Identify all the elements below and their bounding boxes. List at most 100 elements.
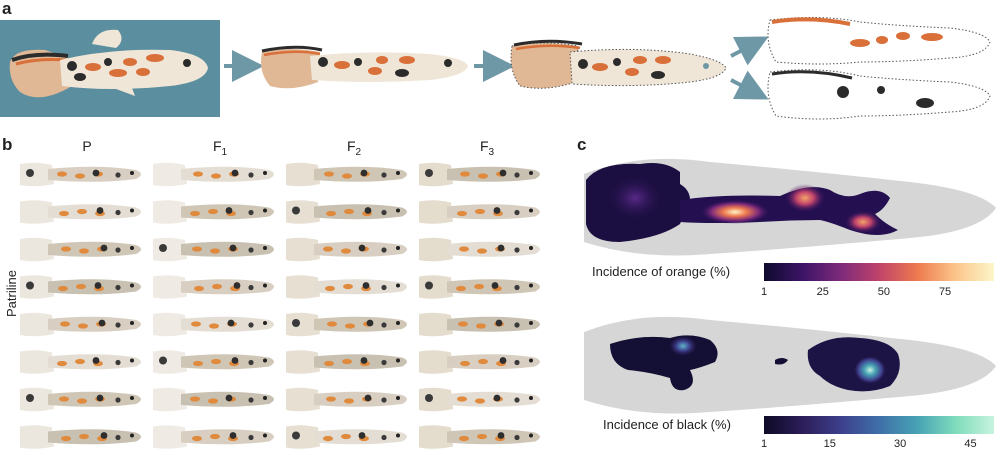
fish-1-tail-stripe (11, 52, 69, 62)
orange-heatmap-hotspot (701, 200, 769, 224)
row-label-patriline: Patriline (3, 270, 19, 317)
fish-3-spot-orange (633, 56, 647, 64)
fish-photo (18, 347, 146, 376)
fish-photo (284, 347, 412, 376)
arrow-3-down (730, 70, 769, 100)
orange-heatmap-hotspot (605, 174, 665, 222)
fish-diagram-2 (261, 45, 468, 89)
fish-2-spot-black (318, 57, 328, 67)
fish-photo (284, 160, 412, 188)
black-heatmap-hotspot (854, 356, 886, 384)
fish-photo (18, 385, 146, 413)
black-heatmap (584, 316, 996, 414)
fish-photo (18, 197, 146, 226)
fish-2-spot-orange (376, 56, 388, 64)
fish-3-eye (703, 63, 709, 69)
fish-2-spot-black (395, 69, 409, 77)
fish-photo (284, 385, 412, 413)
fish-2-eye (444, 59, 452, 67)
colorbar-tick-label: 30 (893, 438, 907, 450)
arrow-3-up (730, 36, 769, 66)
black-heatmap-small-spot (775, 358, 788, 365)
fish-orange-tail-stripe (771, 17, 851, 26)
fish-orange-spot (896, 32, 910, 40)
fish-3-tail-stripe (513, 39, 583, 47)
orange-heatmap-body-region (680, 187, 898, 235)
fish-1-body (60, 49, 208, 89)
fish-1-gonopodium (108, 86, 135, 96)
fish-photo-grid (18, 160, 545, 451)
fish-black-outline (767, 69, 991, 120)
fish-photo (417, 347, 545, 376)
fish-3-spot-orange (655, 56, 671, 64)
fish-2-body (310, 52, 468, 82)
column-header-f1: F1 (212, 138, 228, 158)
fish-black-spot (877, 86, 885, 94)
fish-photo (151, 272, 279, 301)
fish-3-body (569, 48, 727, 87)
fish-photo (18, 272, 146, 301)
colorbar-gradient (764, 263, 994, 281)
fish-photo (151, 160, 279, 188)
fish-black-spot (837, 86, 849, 98)
colorbar-tick-label: 45 (964, 438, 977, 450)
fish-3-caudal-fin (510, 42, 579, 89)
panel-label-a: a (2, 0, 12, 18)
fish-photo (417, 160, 545, 188)
fish-orange-spot (850, 39, 870, 47)
fish-orange-spot (876, 36, 888, 44)
fish-photo (417, 235, 545, 263)
fish-3-spot-black (613, 58, 621, 66)
fish-1-spot-black (104, 58, 112, 66)
fish-2-tail-stripe (261, 45, 323, 53)
fish-photo (284, 272, 412, 301)
fish-2-tail-stripe-orange (263, 50, 321, 57)
fish-photo (151, 235, 279, 263)
fish-3-spot-orange (625, 68, 639, 76)
fish-orange-spot (921, 33, 943, 41)
orange-heatmap (584, 158, 996, 256)
colorbar-gradient (764, 416, 994, 434)
fish-photo (151, 310, 279, 338)
column-header-f2: F2 (346, 138, 362, 158)
colorbar-tick-label: 25 (816, 286, 829, 298)
fish-1-dorsal-fin (92, 29, 122, 48)
colorbar-tick-label: 1 (760, 286, 768, 298)
orange-colorbar-label: Incidence of orange (%) (592, 264, 731, 279)
fish-photo (417, 310, 545, 338)
fish-photo (284, 235, 412, 263)
fish-photo (18, 422, 146, 451)
black-colorbar-label: Incidence of black (%) (603, 417, 731, 432)
fish-1-spot-orange (109, 69, 127, 77)
fish-2-spot-black (354, 58, 362, 66)
fish-3-spot-orange (592, 63, 608, 71)
fish-2-caudal-fin (261, 49, 320, 89)
fish-1-spot-black (67, 61, 77, 71)
colorbar-tick-label: 75 (938, 286, 952, 298)
fish-photo (18, 235, 146, 263)
colorbar-tick-label: 1 (760, 438, 768, 450)
fish-photo (18, 310, 146, 338)
fish-1-spot-orange (123, 58, 137, 66)
fish-photo (151, 385, 279, 413)
orange-heatmap-hotspot (845, 211, 881, 233)
orange-heatmap-hotspot (785, 184, 825, 212)
fish-diagram-1 (0, 20, 220, 117)
fish-photo (18, 160, 146, 188)
black-heatmap-hotspot (669, 336, 697, 356)
black-colorbar (764, 416, 994, 434)
fish-photo (284, 197, 412, 226)
fish-1-spot-orange (146, 54, 164, 62)
fish-black-tail-stripe (771, 70, 853, 80)
fish-photo (417, 385, 545, 413)
fish-black-spot (916, 98, 934, 108)
fish-photo (417, 272, 545, 301)
fish-1-spot-orange (85, 63, 101, 71)
panel-a-illustration (0, 16, 991, 120)
fish-photo (151, 422, 279, 451)
fish-photo (417, 422, 545, 451)
fish-2-spot-orange (399, 56, 415, 64)
colorbar-tick-label: 15 (823, 438, 836, 450)
fish-diagram-3 (510, 39, 727, 89)
orange-colorbar (764, 263, 994, 281)
